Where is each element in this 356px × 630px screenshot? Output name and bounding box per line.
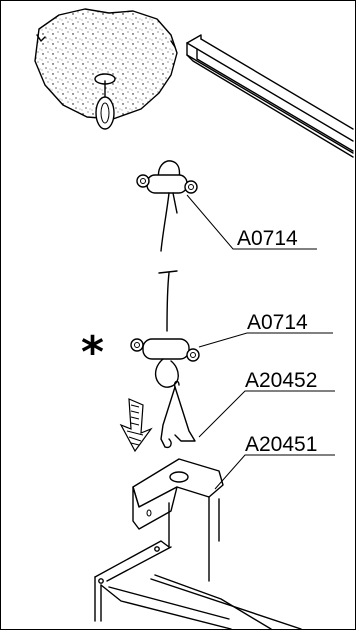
cable-break — [158, 270, 178, 332]
ceiling-track-icon — [186, 34, 354, 158]
ceiling-anchor-icon — [34, 8, 178, 130]
direction-arrow-icon — [119, 398, 153, 453]
callout-hook: A20452 — [245, 369, 317, 392]
wire-clip-icon — [130, 338, 200, 388]
mounting-bracket-icon — [132, 458, 224, 582]
wire-clip-icon — [136, 160, 198, 252]
triangle-hook-icon — [160, 380, 196, 449]
leader-lines — [186, 194, 335, 490]
asterisk-marker: * — [81, 327, 104, 378]
callout-bottom-clip: A0714 — [247, 311, 308, 334]
luminaire-channel-icon — [94, 540, 302, 629]
callout-bracket: A20451 — [245, 433, 317, 456]
callout-top-clip: A0714 — [237, 227, 298, 250]
